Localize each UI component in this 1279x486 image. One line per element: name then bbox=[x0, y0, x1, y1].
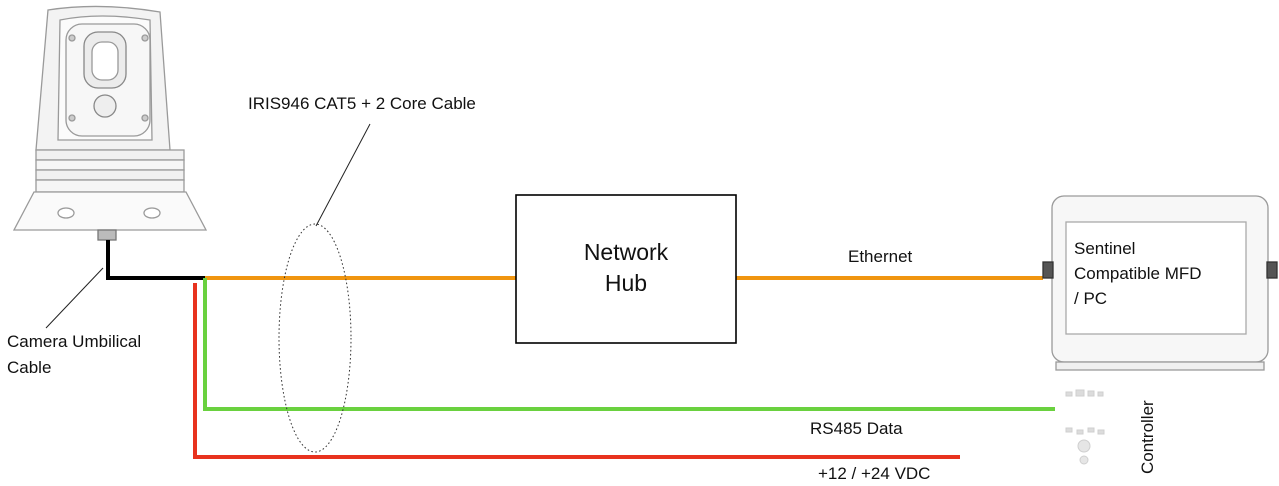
power-line bbox=[193, 283, 960, 459]
network-hub-box bbox=[515, 194, 737, 344]
umbilical-label-line1: Camera Umbilical bbox=[7, 332, 142, 351]
controller-icon bbox=[1065, 389, 1105, 465]
mfd-monitor-icon bbox=[1042, 195, 1278, 371]
power-label: +12 / +24 VDC bbox=[818, 464, 931, 483]
controller-label: Controller bbox=[1138, 400, 1157, 474]
cable-callout-leader bbox=[315, 123, 371, 227]
umbilical-cable-line bbox=[106, 240, 205, 280]
camera-icon bbox=[12, 5, 208, 241]
mfd-label-line1: Sentinel bbox=[1074, 239, 1136, 258]
umbilical-label-line2: Cable bbox=[7, 358, 52, 377]
mfd-label-line3: / PC bbox=[1074, 289, 1108, 308]
hub-label-line1: Network bbox=[583, 239, 669, 265]
ethernet-label: Ethernet bbox=[848, 247, 913, 266]
cable-callout-label: IRIS946 CAT5 + 2 Core Cable bbox=[248, 94, 476, 113]
umbilical-callout-leader bbox=[45, 267, 104, 329]
rs485-line bbox=[203, 278, 1055, 411]
hub-label-line2: Hub bbox=[604, 270, 648, 296]
rs485-label: RS485 Data bbox=[810, 419, 903, 438]
cable-bundle-ellipse bbox=[278, 223, 352, 453]
mfd-label-line2: Compatible MFD bbox=[1074, 264, 1202, 283]
